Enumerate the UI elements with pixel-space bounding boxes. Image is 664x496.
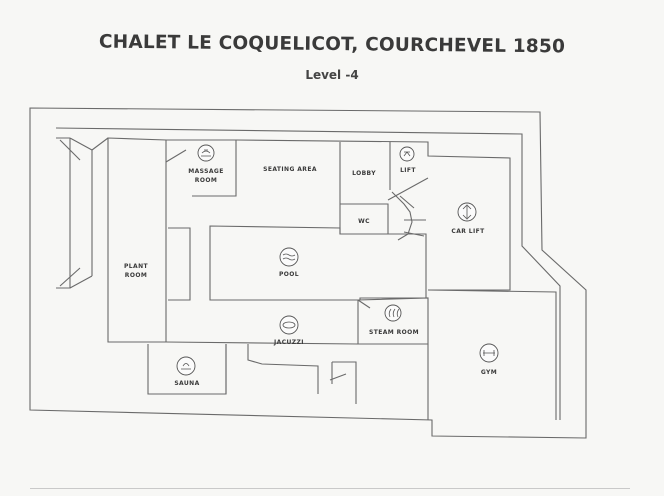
plant-room-walls (91, 137, 167, 343)
wc-label: WC (358, 218, 370, 225)
car-lift-label: CAR LIFT (451, 228, 485, 235)
massage-icon (197, 144, 215, 162)
jacuzzi-icon (279, 315, 299, 335)
massage-room-label-1: MASSAGE (188, 168, 223, 175)
gym-label: GYM (481, 369, 497, 376)
lobby-label: LOBBY (352, 170, 376, 177)
sauna-walls (147, 344, 227, 395)
sauna-icon (176, 356, 196, 376)
outer-wall (29, 107, 587, 439)
massage-room-label-2: ROOM (195, 177, 217, 184)
lift-icon (399, 146, 415, 162)
pool-side-wall (168, 227, 191, 301)
steam-icon (384, 304, 402, 322)
plant-room-label-1: PLANT (124, 263, 148, 270)
seating-walls (235, 139, 511, 291)
outer-wall-inner (55, 127, 561, 420)
scan-edge-line (30, 488, 630, 489)
jacuzzi-walls (165, 341, 359, 404)
massage-room-walls (165, 139, 237, 197)
seating-area-label: SEATING AREA (263, 166, 317, 173)
steam-room-label: STEAM ROOM (369, 329, 419, 336)
plant-room-label-2: ROOM (125, 272, 147, 279)
pool-label: POOL (279, 271, 299, 278)
pool-walls (209, 225, 427, 301)
car-lift-icon (457, 202, 477, 222)
pool-icon (279, 247, 299, 267)
gym-walls (427, 289, 557, 420)
sauna-label: SAUNA (174, 380, 199, 387)
entry-walls (56, 137, 93, 289)
lift-label: LIFT (400, 167, 416, 174)
stair-lines (391, 191, 426, 241)
jacuzzi-label: JACUZZI (273, 339, 304, 346)
plan-level: Level -4 (305, 68, 359, 82)
gym-icon (479, 343, 499, 363)
